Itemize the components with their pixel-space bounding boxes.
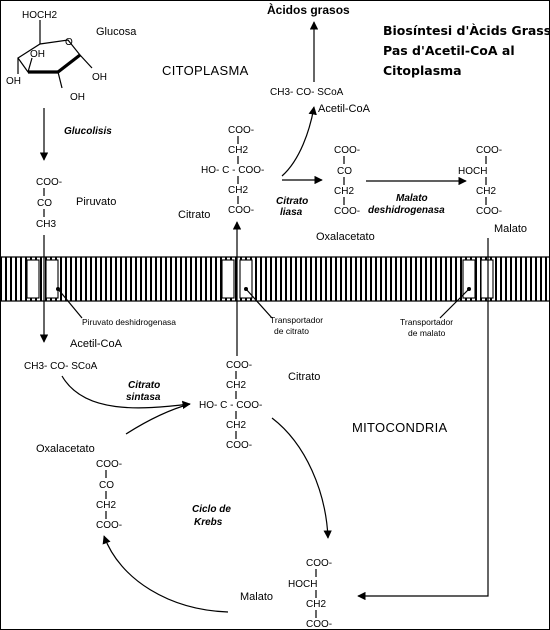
- fatty-acids-label: Àcidos grasos: [267, 2, 350, 17]
- glycolysis-label: Glucolisis: [64, 126, 112, 137]
- krebs-malate-to-oxaloacetate-arrow: [102, 535, 229, 613]
- malate-cyto-coo-bottom: COO-: [476, 206, 502, 217]
- acetyl-coa-cyto-name: Acetil-CoA: [318, 103, 371, 115]
- citrate-synthase-arrow: [61, 375, 191, 410]
- oxaloacetate-feed-arrow: [125, 403, 191, 435]
- krebs-label-1: Ciclo de: [192, 504, 231, 515]
- pyruvate-dh-pointer: [57, 288, 83, 319]
- pyruvate-coo: COO-: [36, 177, 62, 188]
- citrate-lyase-label-1: Citrato: [276, 196, 308, 207]
- citrate-synthase-label-1: Citrato: [128, 380, 160, 391]
- glucose-oh-3: OH: [70, 92, 85, 103]
- citrate-cyto-molecule: COO- CH2 HO- C - COO- CH2 COO- Citrato: [178, 125, 264, 221]
- citrate-synthase-label-2: sintasa: [126, 392, 161, 403]
- citrate-mito-coo-top: COO-: [226, 360, 252, 371]
- malate-cyto-label: Malato: [494, 223, 527, 235]
- glucose-ring-oxygen: O: [65, 37, 73, 48]
- citrate-cyto-ch2-bottom: CH2: [228, 185, 248, 196]
- citrate-cyto-ch2-top: CH2: [228, 145, 248, 156]
- citrate-cyto-center: HO- C - COO-: [201, 165, 264, 176]
- oxaloacetate-cyto-co: CO: [337, 166, 352, 177]
- citrate-cyto-coo-bottom: COO-: [228, 205, 254, 216]
- malate-cyto-hoch: HOCH: [458, 166, 487, 177]
- citrate-transporter-pointer: [245, 288, 273, 319]
- citrate-cyto-coo-top: COO-: [228, 125, 254, 136]
- mitochondrial-membrane: [0, 256, 550, 302]
- malate-channel-left: [462, 259, 476, 299]
- malate-dh-label-2: deshidrogenasa: [368, 205, 445, 216]
- oxaloacetate-mito-coo-bottom: COO-: [96, 520, 122, 531]
- malate-mito-molecule: COO- HOCH CH2 COO- Malato: [240, 558, 332, 630]
- citrate-mito-ch2-bottom: CH2: [226, 420, 246, 431]
- malate-mito-label: Malato: [240, 591, 273, 603]
- krebs-citrate-to-malate-arrow: [271, 417, 332, 539]
- acetyl-coa-cyto-formula: CH3- CO- SCoA: [270, 87, 344, 98]
- region-mitochondria: MITOCONDRIA: [352, 420, 448, 435]
- region-cytoplasm: CITOPLASMA: [162, 63, 249, 78]
- oxaloacetate-mito-molecule: Oxalacetato COO- CO CH2 COO-: [36, 443, 122, 531]
- citrate-mito-center: HO- C - COO-: [199, 400, 262, 411]
- diagram-title: Biosíntesi d'Àcids Grassos Pas d'Acetil-…: [383, 23, 550, 78]
- malate-cyto-molecule: COO- HOCH CH2 COO- Malato: [458, 145, 527, 235]
- glucose-oh-4: OH: [92, 72, 107, 83]
- citrate-lyase-to-acetylcoa-arrow: [281, 106, 317, 177]
- pyruvate-dh-label: Piruvato deshidrogenasa: [82, 317, 176, 327]
- malate-mito-ch2: CH2: [306, 599, 326, 610]
- oxaloacetate-cyto-coo-bottom: COO-: [334, 206, 360, 217]
- glucose-label: Glucosa: [96, 26, 137, 38]
- oxaloacetate-cyto-molecule: COO- CO CH2 COO- Oxalacetato: [316, 145, 375, 243]
- citrate-mito-coo-bottom: COO-: [226, 440, 252, 451]
- malate-cyto-ch2: CH2: [476, 186, 496, 197]
- citrate-channel-right: [239, 259, 253, 299]
- title-line-1: Biosíntesi d'Àcids Grassos: [383, 23, 550, 38]
- title-line-3: Citoplasma: [383, 63, 462, 78]
- citrate-lyase-label-2: liasa: [280, 207, 303, 218]
- glucose-oh-1: OH: [6, 76, 21, 87]
- pyruvate-channel-right: [45, 259, 59, 299]
- oxaloacetate-cyto-label: Oxalacetato: [316, 231, 375, 243]
- oxaloacetate-mito-label: Oxalacetato: [36, 443, 95, 455]
- pyruvate-ch3: CH3: [36, 219, 56, 230]
- malate-channel-right: [480, 259, 494, 299]
- oxaloacetate-cyto-coo-top: COO-: [334, 145, 360, 156]
- glucose-oh-2: OH: [30, 49, 45, 60]
- malate-dh-label-1: Malato: [396, 193, 428, 204]
- citrate-channel-left: [221, 259, 235, 299]
- krebs-label-2: Krebs: [194, 517, 223, 528]
- oxaloacetate-mito-ch2: CH2: [96, 500, 116, 511]
- malate-transporter-label-2: de malato: [408, 328, 446, 338]
- malate-cyto-coo-top: COO-: [476, 145, 502, 156]
- pyruvate-molecule: COO- CO CH3 Piruvato: [36, 177, 116, 230]
- malate-mito-hoch: HOCH: [288, 579, 317, 590]
- citrate-mito-molecule: COO- CH2 HO- C - COO- CH2 COO- Citrato: [199, 360, 320, 451]
- citrate-transporter-label-1: Transportador: [270, 315, 323, 325]
- acetyl-coa-mito-name: Acetil-CoA: [70, 338, 123, 350]
- glucose-molecule: HOCH2 O OH OH OH OH Glucosa: [6, 10, 137, 103]
- pyruvate-label: Piruvato: [76, 196, 116, 208]
- malate-transporter-label-1: Transportador: [400, 317, 453, 327]
- malate-mito-coo-bottom: COO-: [306, 619, 332, 630]
- citrate-mito-ch2-top: CH2: [226, 380, 246, 391]
- citrate-transporter-label-2: de citrato: [274, 326, 309, 336]
- pyruvate-co: CO: [37, 198, 52, 209]
- pyruvate-channel-left: [26, 259, 40, 299]
- oxaloacetate-mito-co: CO: [99, 480, 114, 491]
- citrate-cyto-label: Citrato: [178, 209, 210, 221]
- title-line-2: Pas d'Acetil-CoA al: [383, 43, 515, 58]
- malate-transporter-pointer: [439, 288, 470, 319]
- oxaloacetate-cyto-ch2: CH2: [334, 186, 354, 197]
- oxaloacetate-mito-coo-top: COO-: [96, 459, 122, 470]
- malate-mito-coo-top: COO-: [306, 558, 332, 569]
- acetyl-coa-mito-formula: CH3- CO- SCoA: [24, 361, 98, 372]
- glucose-ch2oh: HOCH2: [22, 10, 57, 21]
- citrate-mito-label: Citrato: [288, 371, 320, 383]
- malate-return-arrow: [357, 238, 489, 601]
